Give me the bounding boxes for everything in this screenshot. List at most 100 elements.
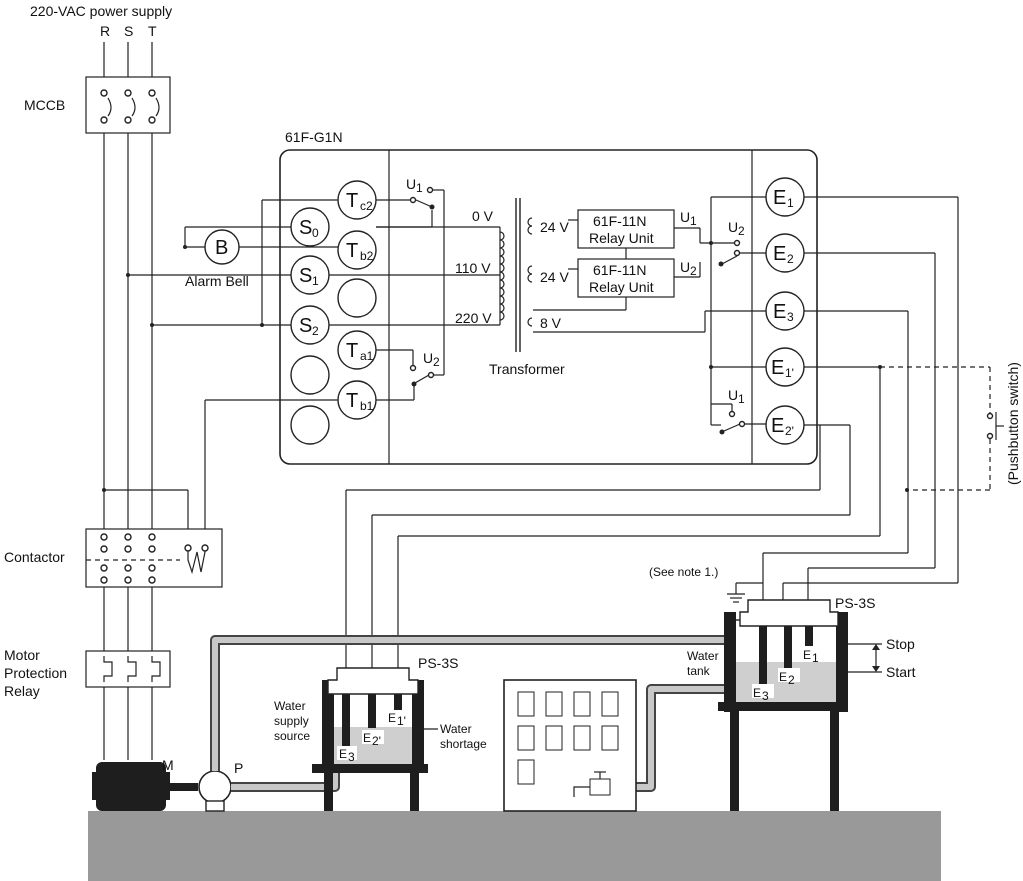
see-note-label: (See note 1.) bbox=[649, 565, 718, 579]
ps3s-source-label: PS-3S bbox=[418, 655, 458, 671]
svg-text:E: E bbox=[363, 731, 371, 745]
svg-text:T: T bbox=[346, 240, 358, 262]
water-tank-label-2: tank bbox=[687, 664, 711, 678]
svg-text:1: 1 bbox=[312, 274, 319, 288]
water-shortage-label-1: Water bbox=[440, 722, 472, 736]
motor-protection-relay bbox=[85, 650, 171, 688]
phase-t-label: T bbox=[148, 23, 157, 39]
svg-text:E: E bbox=[771, 415, 784, 437]
svg-text:61F-11N: 61F-11N bbox=[593, 213, 646, 229]
secondary-8v: 8 V bbox=[540, 315, 562, 331]
pipes bbox=[210, 635, 750, 792]
svg-text:0: 0 bbox=[312, 226, 319, 240]
svg-text:3: 3 bbox=[762, 689, 769, 703]
svg-text:1: 1 bbox=[690, 214, 697, 228]
level-markers bbox=[846, 643, 882, 673]
relay-unit-1: 61F-11N Relay Unit bbox=[577, 209, 675, 249]
svg-text:2: 2 bbox=[738, 224, 745, 238]
terminal-tb2 bbox=[337, 230, 377, 270]
svg-text:2': 2' bbox=[785, 424, 794, 438]
motor-label: M bbox=[162, 757, 174, 773]
terminal-empty-1 bbox=[337, 278, 377, 318]
phase-s-label: S bbox=[124, 23, 133, 39]
svg-text:1': 1' bbox=[785, 366, 794, 380]
svg-text:S: S bbox=[299, 315, 312, 337]
secondary-24v-2: 24 V bbox=[540, 269, 569, 285]
svg-text:b1: b1 bbox=[360, 399, 374, 413]
voltage-110: 110 V bbox=[455, 260, 491, 276]
svg-text:E: E bbox=[753, 686, 761, 700]
relay-unit-2: 61F-11N Relay Unit bbox=[577, 258, 675, 298]
transformer bbox=[329, 198, 533, 352]
terminal-empty-2 bbox=[290, 355, 330, 395]
svg-text:E: E bbox=[803, 648, 811, 662]
relay-wiring bbox=[533, 219, 766, 333]
water-supply-label-3: source bbox=[274, 729, 310, 743]
svg-text:Relay Unit: Relay Unit bbox=[589, 230, 654, 246]
u1-relay-label: U bbox=[680, 209, 690, 225]
svg-text:61F-11N: 61F-11N bbox=[593, 262, 646, 278]
mccb-breaker bbox=[85, 76, 171, 134]
transformer-label: Transformer bbox=[489, 361, 565, 377]
switch-u2-right bbox=[700, 196, 766, 425]
svg-text:1: 1 bbox=[416, 181, 423, 195]
u2-left-label: U bbox=[423, 350, 433, 366]
svg-text:S: S bbox=[299, 217, 312, 239]
svg-text:c2: c2 bbox=[360, 199, 373, 213]
voltage-220: 220 V bbox=[455, 310, 492, 326]
svg-text:Relay Unit: Relay Unit bbox=[589, 279, 654, 295]
u1-right-label: U bbox=[728, 387, 738, 403]
alarm-bell-letter: B bbox=[215, 237, 228, 259]
svg-text:T: T bbox=[346, 390, 358, 412]
svg-text:S: S bbox=[299, 265, 312, 287]
pushbutton-label: (Pushbutton switch) bbox=[1005, 362, 1021, 485]
controller-label: 61F-G1N bbox=[285, 129, 343, 145]
svg-text:2: 2 bbox=[690, 264, 697, 278]
motor-relay-label-1: Motor bbox=[4, 647, 40, 663]
power-supply-title: 220-VAC power supply bbox=[30, 3, 172, 19]
svg-text:3: 3 bbox=[348, 750, 355, 764]
motor-relay-label-3: Relay bbox=[4, 683, 40, 699]
svg-text:E: E bbox=[773, 243, 786, 265]
water-tank-label-1: Water bbox=[687, 649, 719, 663]
svg-text:E: E bbox=[773, 187, 786, 209]
water-supply-label-1: Water bbox=[274, 699, 306, 713]
svg-text:1: 1 bbox=[787, 196, 794, 210]
phase-lines bbox=[103, 42, 153, 760]
pump bbox=[198, 770, 232, 804]
ps3s-tank-label: PS-3S bbox=[835, 595, 875, 611]
phase-r-label: R bbox=[100, 23, 110, 39]
svg-text:1: 1 bbox=[738, 392, 745, 406]
svg-text:2': 2' bbox=[372, 734, 381, 748]
pump-label: P bbox=[234, 760, 243, 776]
svg-text:T: T bbox=[346, 340, 358, 362]
terminal-empty-3 bbox=[290, 405, 330, 445]
ground-symbol bbox=[727, 582, 763, 603]
contactor-label: Contactor bbox=[4, 549, 65, 565]
motor-relay-label-2: Protection bbox=[4, 665, 67, 681]
svg-text:b2: b2 bbox=[360, 249, 374, 263]
building bbox=[503, 679, 637, 812]
mccb-label: MCCB bbox=[24, 97, 65, 113]
left-wiring bbox=[102, 199, 338, 545]
svg-text:a1: a1 bbox=[360, 349, 374, 363]
switch-u2-left bbox=[376, 349, 444, 401]
water-shortage-label-2: shortage bbox=[440, 737, 487, 751]
pushbutton-switch bbox=[880, 366, 1004, 491]
svg-text:E: E bbox=[388, 711, 396, 725]
svg-text:1: 1 bbox=[812, 651, 819, 665]
water-supply-label-2: supply bbox=[274, 714, 309, 728]
switch-u1-right bbox=[711, 403, 766, 435]
svg-text:2: 2 bbox=[788, 673, 795, 687]
contactor bbox=[85, 528, 223, 588]
u2-right-label: U bbox=[728, 219, 738, 235]
start-label: Start bbox=[886, 664, 916, 680]
svg-text:2: 2 bbox=[787, 252, 794, 266]
svg-text:2: 2 bbox=[312, 324, 319, 338]
svg-text:3: 3 bbox=[787, 310, 794, 324]
